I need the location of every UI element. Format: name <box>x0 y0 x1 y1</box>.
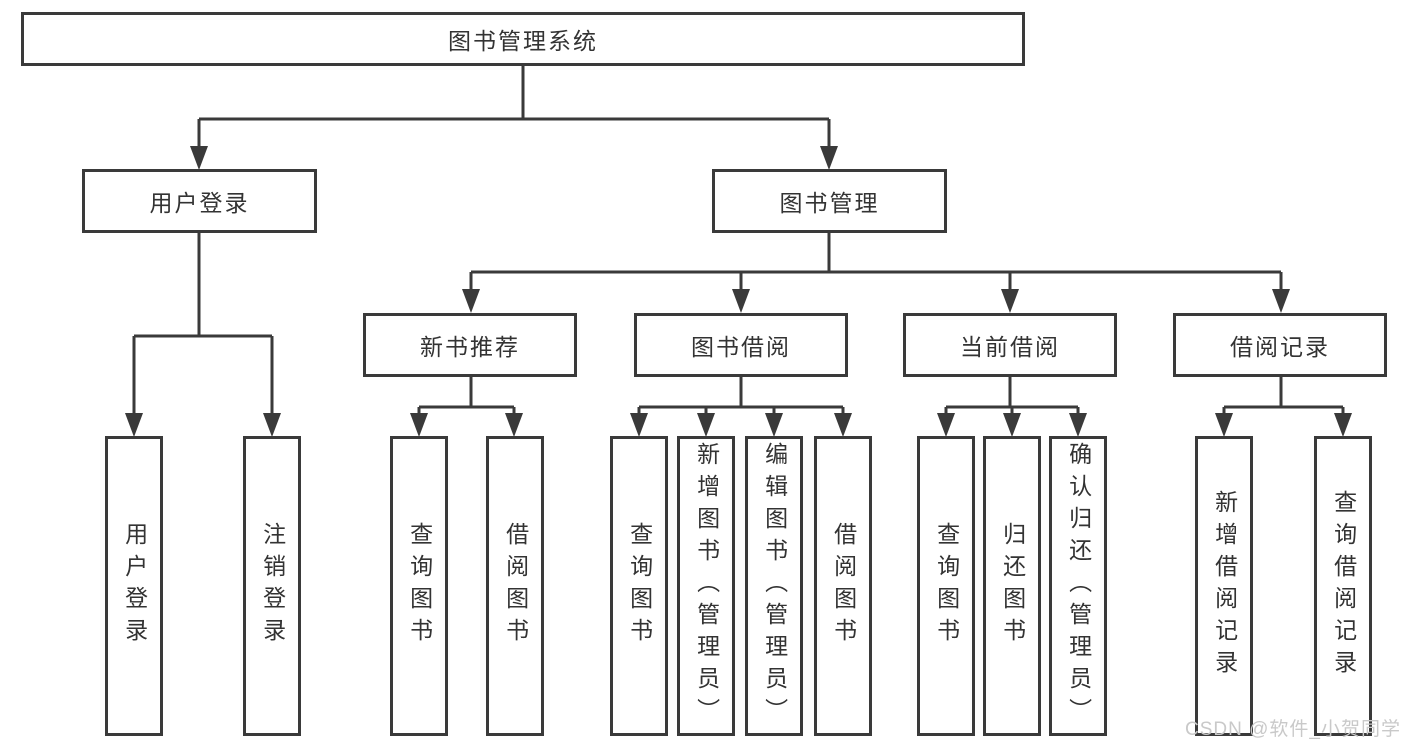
node-label: 新增借阅记录 <box>1211 490 1238 682</box>
node-label: 借阅图书 <box>830 522 857 650</box>
leaf-bb-add-books-admin: 新增图书（管理员） <box>677 436 735 736</box>
leaf-bb-query-books: 查询图书 <box>610 436 668 736</box>
node-new-book-recommend: 新书推荐 <box>363 313 577 377</box>
leaf-logout-login: 注销登录 <box>243 436 301 736</box>
leaf-nbr-query-books: 查询图书 <box>390 436 448 736</box>
leaf-bb-borrow-books: 借阅图书 <box>814 436 872 736</box>
leaf-cb-query-books: 查询图书 <box>917 436 975 736</box>
node-label: 新书推荐 <box>420 334 520 360</box>
node-book-management: 图书管理 <box>712 169 947 233</box>
node-label: 用户登录 <box>149 190 250 216</box>
node-label: 图书管理 <box>779 190 880 216</box>
arrowhead-icons <box>125 146 1352 437</box>
node-label: 注销登录 <box>259 522 286 650</box>
node-user-login: 用户登录 <box>82 169 317 233</box>
node-label: 图书借阅 <box>691 334 791 360</box>
leaf-cb-confirm-return-admin: 确认归还（管理员） <box>1049 436 1107 736</box>
node-label: 借阅图书 <box>502 522 529 650</box>
node-label: 编辑图书（管理员） <box>761 442 788 730</box>
node-label: 借阅记录 <box>1230 334 1330 360</box>
node-label: 查询借阅记录 <box>1330 490 1357 682</box>
node-root: 图书管理系统 <box>21 12 1025 66</box>
node-label: 确认归还（管理员） <box>1065 442 1092 730</box>
node-label: 查询图书 <box>933 522 960 650</box>
watermark: CSDN @软件_小贺同学 <box>1185 719 1401 740</box>
leaf-br-add-borrow-record: 新增借阅记录 <box>1195 436 1253 736</box>
node-label: 当前借阅 <box>960 334 1060 360</box>
leaf-cb-return-books: 归还图书 <box>983 436 1041 736</box>
leaf-br-query-borrow-record: 查询借阅记录 <box>1314 436 1372 736</box>
node-current-borrowing: 当前借阅 <box>903 313 1117 377</box>
node-book-borrowing: 图书借阅 <box>634 313 848 377</box>
node-label: 归还图书 <box>999 522 1026 650</box>
node-label: 查询图书 <box>406 522 433 650</box>
node-borrowing-records: 借阅记录 <box>1173 313 1387 377</box>
node-label: 用户登录 <box>121 522 148 650</box>
leaf-nbr-borrow-books: 借阅图书 <box>486 436 544 736</box>
leaf-user-login: 用户登录 <box>105 436 163 736</box>
node-label: 新增图书（管理员） <box>693 442 720 730</box>
node-label: 图书管理系统 <box>448 28 598 54</box>
node-label: 查询图书 <box>626 522 653 650</box>
leaf-bb-edit-books-admin: 编辑图书（管理员） <box>745 436 803 736</box>
